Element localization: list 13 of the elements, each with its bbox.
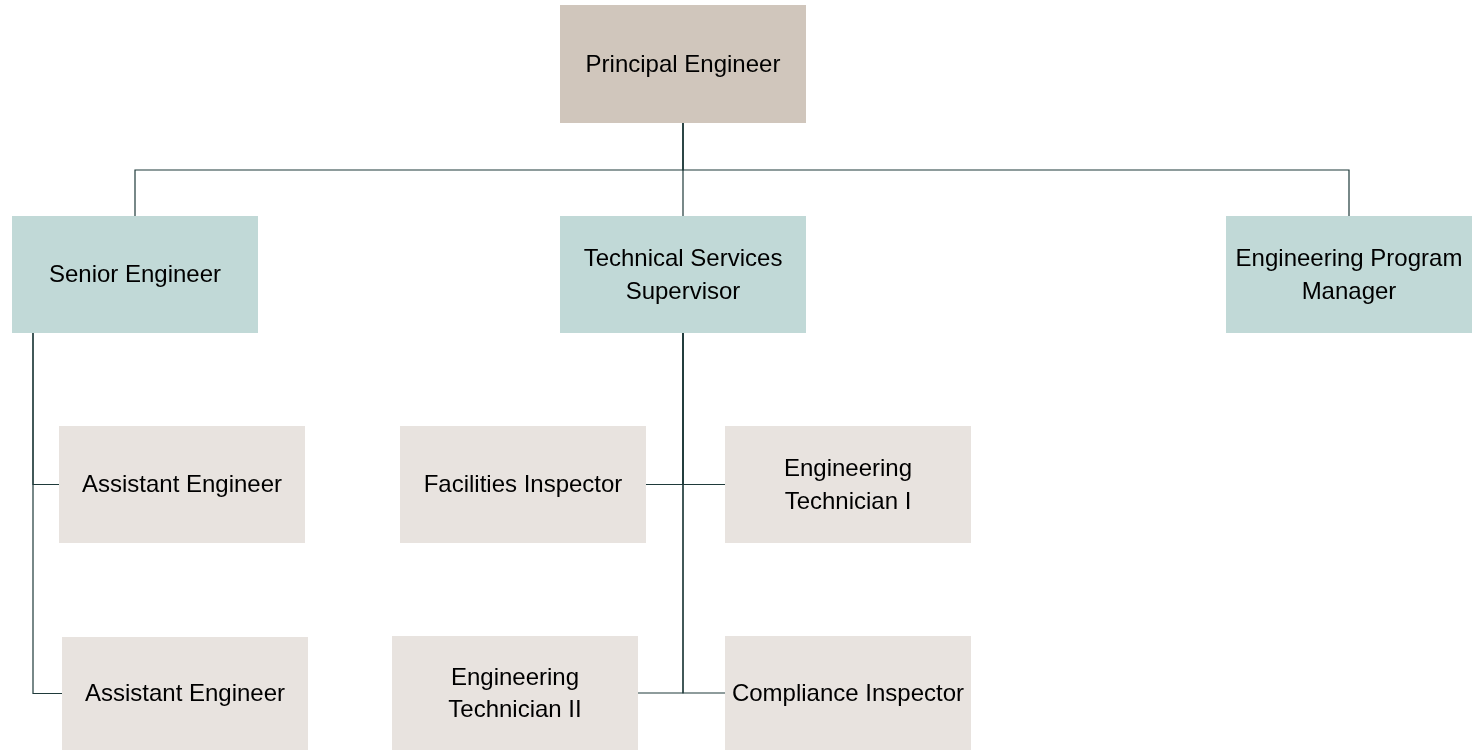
- connector-line: [32, 332, 63, 695]
- role-box: Assistant Engineer: [59, 426, 305, 543]
- role-box: Compliance Inspector: [725, 636, 971, 750]
- role-box: Senior Engineer: [12, 216, 258, 333]
- role-box: Principal Engineer: [560, 5, 806, 123]
- connector-line: [682, 122, 1350, 217]
- connector-line: [682, 332, 726, 694]
- role-box: Assistant Engineer: [62, 637, 308, 750]
- role-box: Technical Services Supervisor: [560, 216, 806, 333]
- role-box: Engineering Program Manager: [1226, 216, 1472, 333]
- role-box: Engineering Technician II: [392, 636, 638, 750]
- role-box: Facilities Inspector: [400, 426, 646, 543]
- role-box: Engineering Technician I: [725, 426, 971, 543]
